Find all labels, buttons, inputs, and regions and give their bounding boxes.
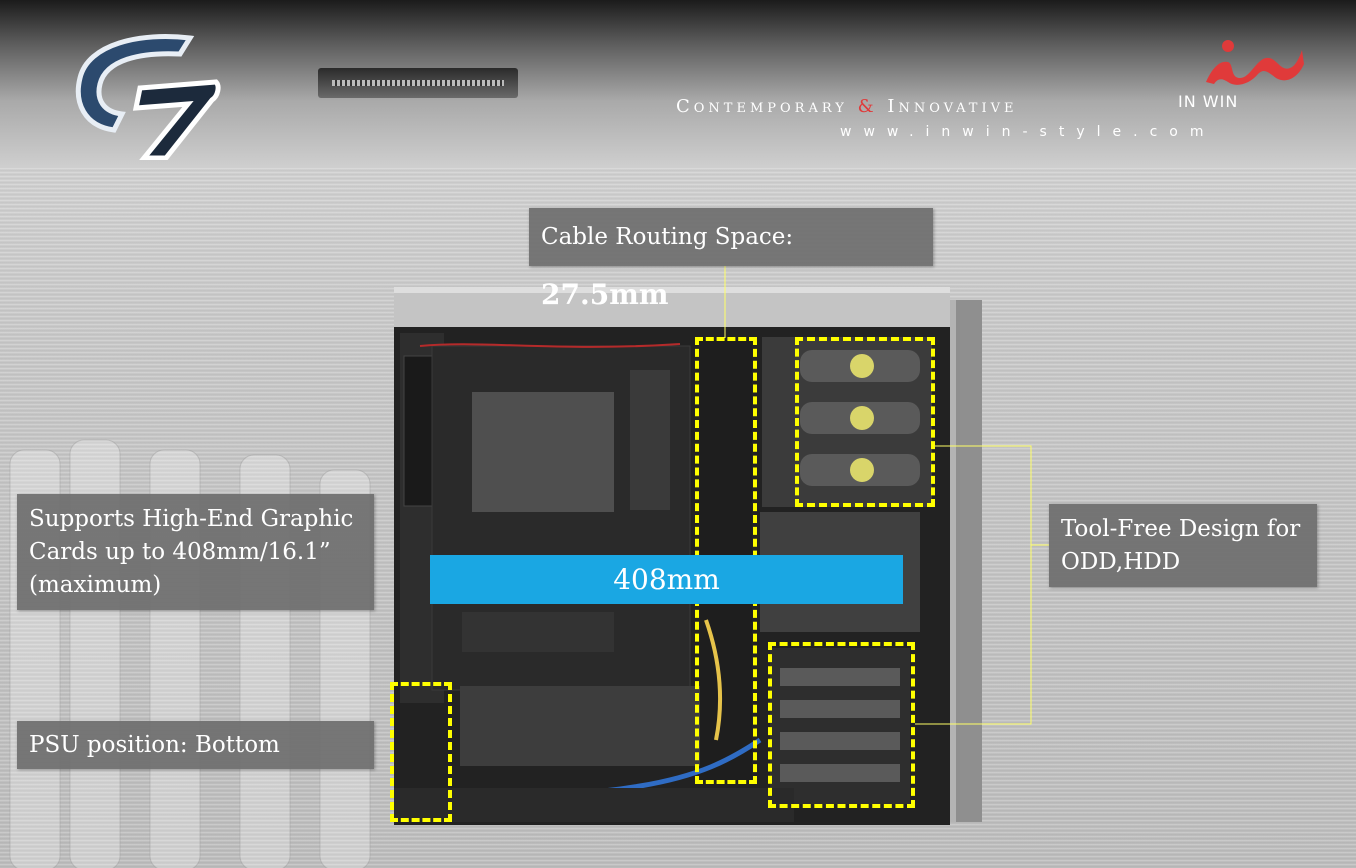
gpu-support-line1: Supports High-End Graphic [29, 506, 354, 532]
psu-position-callout: PSU position: Bottom [17, 721, 374, 769]
hdd-bay-highlight [768, 642, 915, 808]
tool-free-line2: ODD,HDD [1061, 549, 1181, 575]
gpu-length-bar: 408mm [430, 555, 903, 604]
cable-routing-callout: Cable Routing Space: 27.5mm [529, 208, 933, 311]
inwin-logo-icon [1206, 40, 1304, 85]
header-slot-graphic [318, 68, 518, 98]
tagline-part1: Contemporary [676, 96, 848, 117]
g7-logo-icon [75, 34, 221, 160]
tagline-part2: Innovative [887, 96, 1018, 117]
header-url: www.inwin-style.com [840, 124, 1216, 140]
odd-bay-highlight [795, 337, 935, 507]
header-banner [0, 0, 1356, 168]
cable-routing-label: Cable Routing Space: [541, 224, 794, 250]
header-tagline: Contemporary & Innovative [676, 96, 1018, 117]
brand-name: IN WIN [1178, 92, 1239, 111]
tool-free-line1: Tool-Free Design for [1061, 516, 1301, 542]
psu-area-highlight [390, 682, 452, 822]
gpu-support-line2: Cards up to 408mm/16.1” [29, 539, 331, 565]
gpu-support-line3: (maximum) [29, 572, 162, 598]
tool-free-callout: Tool-Free Design for ODD,HDD [1049, 504, 1317, 587]
cable-routing-value: 27.5mm [541, 278, 669, 311]
tagline-ampersand: & [857, 96, 878, 117]
gpu-support-callout: Supports High-End Graphic Cards up to 40… [17, 494, 374, 610]
